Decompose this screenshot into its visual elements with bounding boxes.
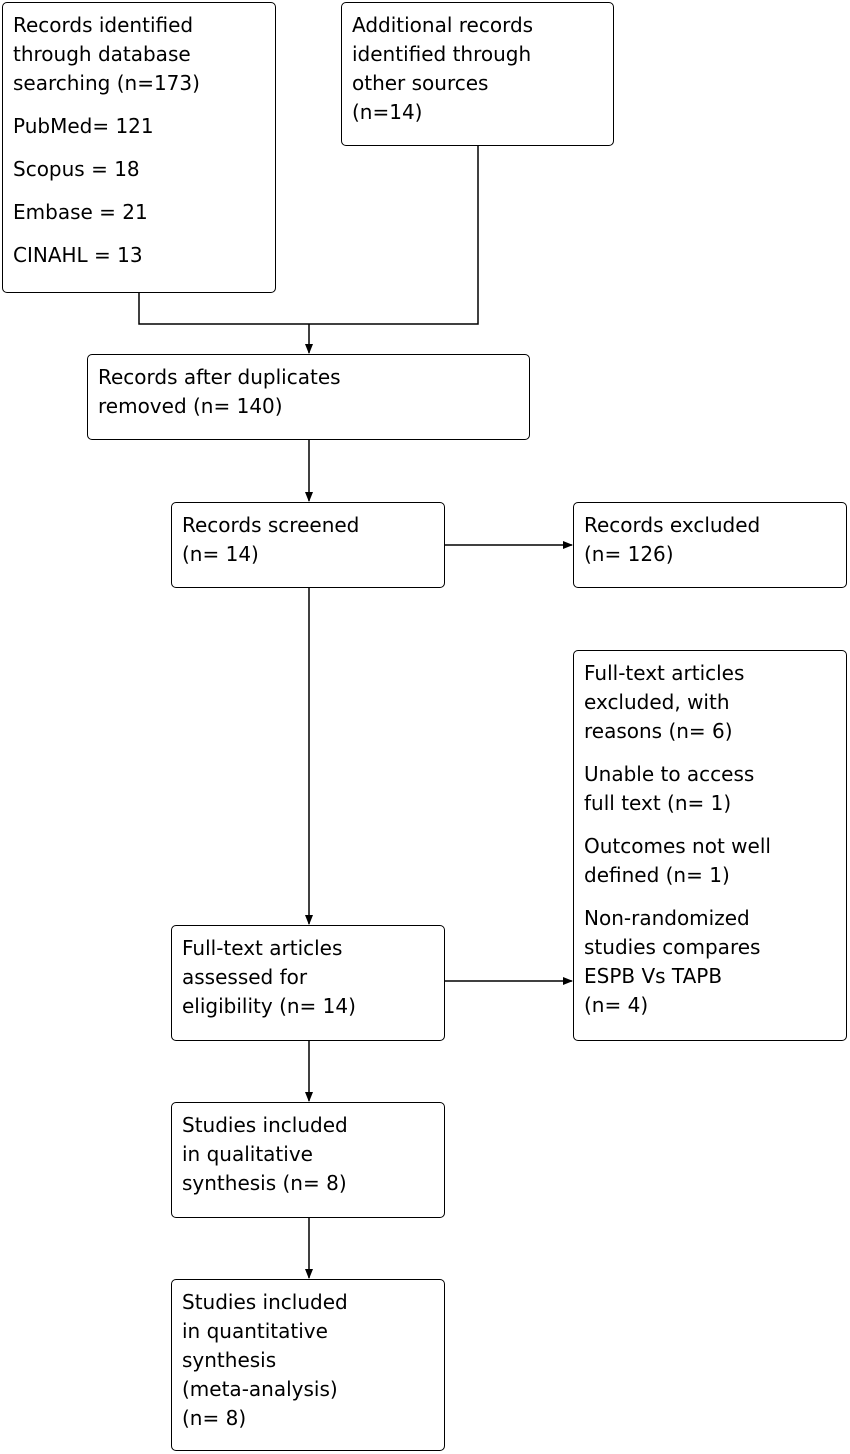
box-text-line: (n= 126) <box>584 542 674 566</box>
box-text-line: (n= 8) <box>182 1406 247 1430</box>
box-text-line: removed (n= 140) <box>98 394 283 418</box>
box-text-line: Studies included <box>182 1290 348 1314</box>
quantitative-synthesis-box: Studies included in quantitative synthes… <box>171 1279 445 1451</box>
box-text-line: in quantitative <box>182 1319 328 1343</box>
connector-other-to-merge <box>309 146 479 325</box>
qualitative-synthesis-box: Studies included in qualitative synthesi… <box>171 1102 445 1218</box>
records-identified-database-box: Records identified through database sear… <box>2 2 276 293</box>
box-text-line: searching (n=173) <box>13 71 200 95</box>
box-text-line: Full-text articles <box>584 661 745 685</box>
reason-unable-to-access: full text (n= 1) <box>584 791 732 815</box>
connector-db-to-merge <box>138 293 309 325</box>
reason-non-randomized: (n= 4) <box>584 993 649 1017</box>
fulltext-excluded-box: Full-text articles excluded, with reason… <box>573 650 847 1041</box>
source-count-scopus: Scopus = 18 <box>13 157 140 181</box>
box-text-line: excluded, with <box>584 690 730 714</box>
reason-unable-to-access: Unable to access <box>584 762 755 786</box>
box-text-line: Full-text articles <box>182 936 343 960</box>
fulltext-assessed-box: Full-text articles assessed for eligibil… <box>171 925 445 1041</box>
box-text-line: Records after duplicates <box>98 365 341 389</box>
box-text-line: synthesis (n= 8) <box>182 1171 347 1195</box>
box-text-line: other sources <box>352 71 489 95</box>
reason-non-randomized: ESPB Vs TAPB <box>584 964 723 988</box>
reason-outcomes-not-defined: Outcomes not well <box>584 834 771 858</box>
box-text-line: Records screened <box>182 513 360 537</box>
box-text-line: Studies included <box>182 1113 348 1137</box>
reason-non-randomized: studies compares <box>584 935 761 959</box>
box-text-line: assessed for <box>182 965 308 989</box>
box-text-line: reasons (n= 6) <box>584 719 733 743</box>
records-after-duplicates-box: Records after duplicates removed (n= 140… <box>87 354 530 440</box>
reason-non-randomized: Non-randomized <box>584 906 750 930</box>
records-excluded-box: Records excluded (n= 126) <box>573 502 847 588</box>
source-count-embase: Embase = 21 <box>13 200 148 224</box>
box-text-line: (n= 14) <box>182 542 259 566</box>
source-count-pubmed: PubMed= 121 <box>13 114 154 138</box>
box-text-line: identified through <box>352 42 532 66</box>
additional-records-box: Additional records identified through ot… <box>341 2 614 146</box>
box-text-line: through database <box>13 42 191 66</box>
box-text-line: Records excluded <box>584 513 761 537</box>
reason-outcomes-not-defined: defined (n= 1) <box>584 863 730 887</box>
box-text-line: Additional records <box>352 13 534 37</box>
box-text-line: (meta-analysis) <box>182 1377 338 1401</box>
box-text-line: eligibility (n= 14) <box>182 994 356 1018</box>
box-text-line: Records identified <box>13 13 194 37</box>
source-count-cinahl: CINAHL = 13 <box>13 243 143 267</box>
box-text-line: (n=14) <box>352 100 423 124</box>
box-text-line: synthesis <box>182 1348 277 1372</box>
records-screened-box: Records screened (n= 14) <box>171 502 445 588</box>
box-text-line: in qualitative <box>182 1142 313 1166</box>
